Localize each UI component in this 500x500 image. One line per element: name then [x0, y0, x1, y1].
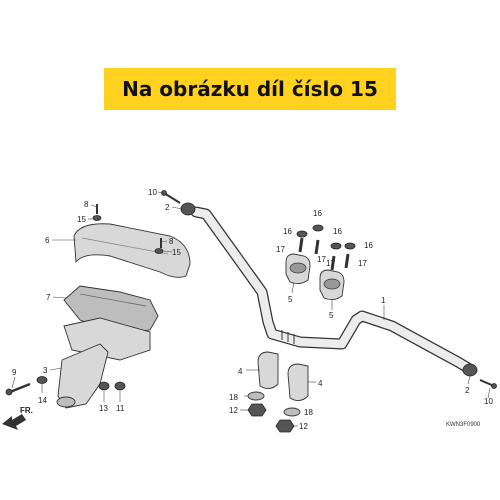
- callout-17-c: 17: [326, 259, 335, 268]
- end-cap-right: [462, 363, 478, 377]
- steering-stem: [56, 343, 109, 409]
- washer-14: [36, 376, 48, 384]
- callout-17-d: 17: [358, 259, 367, 268]
- upper-holder-right: [319, 269, 345, 301]
- lower-holder-left: [257, 351, 279, 389]
- callout-9: 9: [12, 368, 17, 377]
- callout-2-left: 2: [165, 203, 170, 212]
- nuts-12: [247, 403, 295, 433]
- front-label: FR.: [20, 406, 33, 415]
- handlebar-cover: [73, 223, 191, 278]
- callout-12-left: 12: [229, 406, 238, 415]
- callout-12-right: 12: [299, 422, 308, 431]
- callout-16-top: 16: [313, 209, 322, 218]
- callout-4-right: 4: [318, 379, 323, 388]
- callout-16-mid: 16: [333, 227, 342, 236]
- highlight-banner: Na obrázku díl číslo 15: [104, 68, 396, 110]
- callout-labels: 10 2 8 15 6 8 15 7 9 3 14 13 11 1 16 16 …: [12, 188, 493, 431]
- banner-text: Na obrázku díl číslo 15: [122, 77, 378, 101]
- collars-15: [92, 215, 164, 254]
- callout-7: 7: [46, 293, 51, 302]
- callout-16-left: 16: [283, 227, 292, 236]
- callout-13: 13: [99, 404, 108, 413]
- nut-11: [114, 381, 126, 391]
- screw-10-left: [161, 190, 181, 204]
- washers-16: [296, 224, 356, 250]
- end-cap-left: [180, 202, 196, 216]
- front-direction-arrow: FR.: [2, 406, 33, 430]
- callout-3: 3: [43, 366, 48, 375]
- bolts-17: [298, 237, 350, 271]
- handlebar: [190, 206, 474, 374]
- callout-14: 14: [38, 396, 47, 405]
- callout-10-left: 10: [148, 188, 157, 197]
- callout-15-top: 15: [77, 215, 86, 224]
- callout-5-left: 5: [288, 295, 293, 304]
- callout-17-b: 17: [317, 255, 326, 264]
- callout-11: 11: [116, 404, 125, 413]
- nut-13: [98, 381, 110, 391]
- leader-lines: [11, 191, 491, 427]
- callout-8-top: 8: [84, 200, 89, 209]
- screw-10-right: [479, 379, 497, 389]
- callout-10-right: 10: [484, 397, 493, 406]
- callout-18-left: 18: [229, 393, 238, 402]
- callout-1: 1: [381, 296, 386, 305]
- callout-4-left: 4: [238, 367, 243, 376]
- callout-6: 6: [45, 236, 50, 245]
- callout-8-right: 8: [169, 237, 174, 246]
- diagram-code: KWN3F0900: [446, 422, 481, 428]
- lower-holder-right: [287, 363, 309, 401]
- callout-18-right: 18: [304, 408, 313, 417]
- callout-2-right: 2: [465, 386, 470, 395]
- callout-17-a: 17: [276, 245, 285, 254]
- callout-15-right: 15: [172, 248, 181, 257]
- callout-5-right: 5: [329, 311, 334, 320]
- bolt-9: [5, 382, 31, 396]
- callout-16-right: 16: [364, 241, 373, 250]
- stem-plate: [63, 317, 151, 361]
- screws-8: [96, 204, 162, 248]
- upper-holder-left: [285, 253, 311, 285]
